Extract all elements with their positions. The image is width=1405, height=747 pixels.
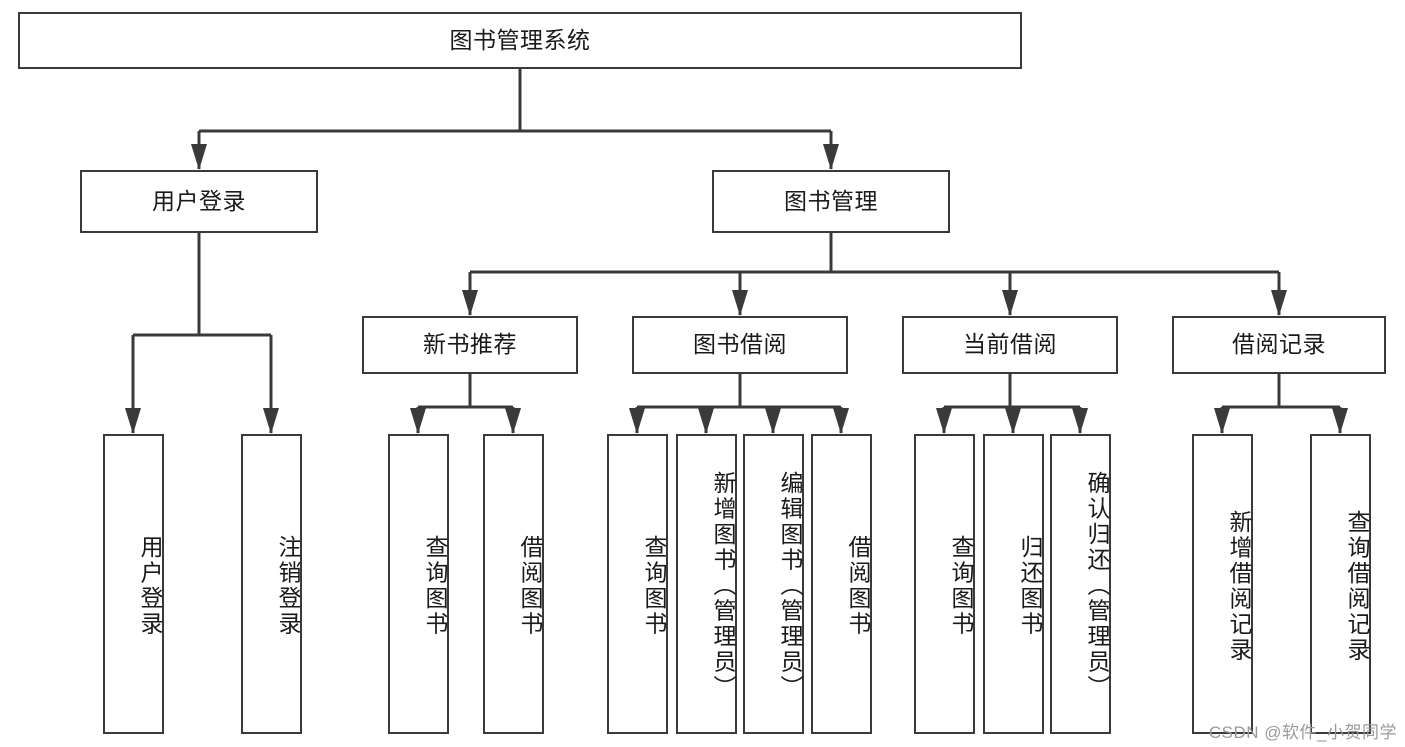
connector-newbook-to-leaves	[410, 374, 521, 434]
node-label: 用户登录	[137, 535, 163, 637]
node-c-return[interactable]: 归还图书	[983, 434, 1044, 734]
node-current[interactable]: 当前借阅	[902, 316, 1118, 374]
node-label: 确认归还（管理员）	[1084, 471, 1110, 701]
node-n-borrow[interactable]: 借阅图书	[483, 434, 544, 734]
node-records[interactable]: 借阅记录	[1172, 316, 1386, 374]
node-label: 当前借阅	[963, 331, 1057, 358]
connector-login-to-leaves	[125, 233, 279, 434]
node-label: 新书推荐	[423, 331, 517, 358]
node-label: 编辑图书（管理员）	[777, 471, 803, 701]
node-login[interactable]: 用户登录	[80, 170, 318, 233]
node-r-query[interactable]: 查询借阅记录	[1310, 434, 1371, 734]
node-label: 查询借阅记录	[1344, 509, 1370, 663]
node-label: 查询图书	[641, 535, 667, 637]
node-label: 查询图书	[948, 535, 974, 637]
node-b-edit[interactable]: 编辑图书（管理员）	[743, 434, 804, 734]
node-label: 新增图书（管理员）	[710, 471, 736, 701]
node-l-login[interactable]: 用户登录	[103, 434, 164, 734]
node-label: 新增借阅记录	[1226, 509, 1252, 663]
connector-root-to-level1	[191, 69, 839, 170]
node-l-logout[interactable]: 注销登录	[241, 434, 302, 734]
node-label: 查询图书	[422, 535, 448, 637]
connector-borrow-to-leaves	[629, 374, 849, 434]
node-label: 图书借阅	[693, 331, 787, 358]
node-label: 图书管理	[784, 187, 878, 214]
connector-current-to-leaves	[936, 374, 1088, 434]
node-c-query[interactable]: 查询图书	[914, 434, 975, 734]
node-b-lend[interactable]: 借阅图书	[811, 434, 872, 734]
node-label: 借阅图书	[517, 535, 543, 637]
node-newbook[interactable]: 新书推荐	[362, 316, 578, 374]
node-label: 注销登录	[275, 535, 301, 637]
connector-bookmgmt-to-level2	[462, 233, 1287, 316]
node-n-query[interactable]: 查询图书	[388, 434, 449, 734]
node-label: 图书管理系统	[449, 26, 591, 53]
node-r-add[interactable]: 新增借阅记录	[1192, 434, 1253, 734]
connector-records-to-leaves	[1214, 374, 1348, 434]
node-label: 用户登录	[152, 187, 246, 214]
node-c-confirm[interactable]: 确认归还（管理员）	[1050, 434, 1111, 734]
node-label: 借阅记录	[1232, 331, 1326, 358]
node-b-add[interactable]: 新增图书（管理员）	[676, 434, 737, 734]
node-label: 归还图书	[1017, 535, 1043, 637]
node-b-query[interactable]: 查询图书	[607, 434, 668, 734]
node-root[interactable]: 图书管理系统	[18, 12, 1022, 69]
node-label: 借阅图书	[845, 535, 871, 637]
node-bookmgmt[interactable]: 图书管理	[712, 170, 950, 233]
watermark: CSDN @软件_小贺同学	[1208, 723, 1397, 742]
node-borrow[interactable]: 图书借阅	[632, 316, 848, 374]
